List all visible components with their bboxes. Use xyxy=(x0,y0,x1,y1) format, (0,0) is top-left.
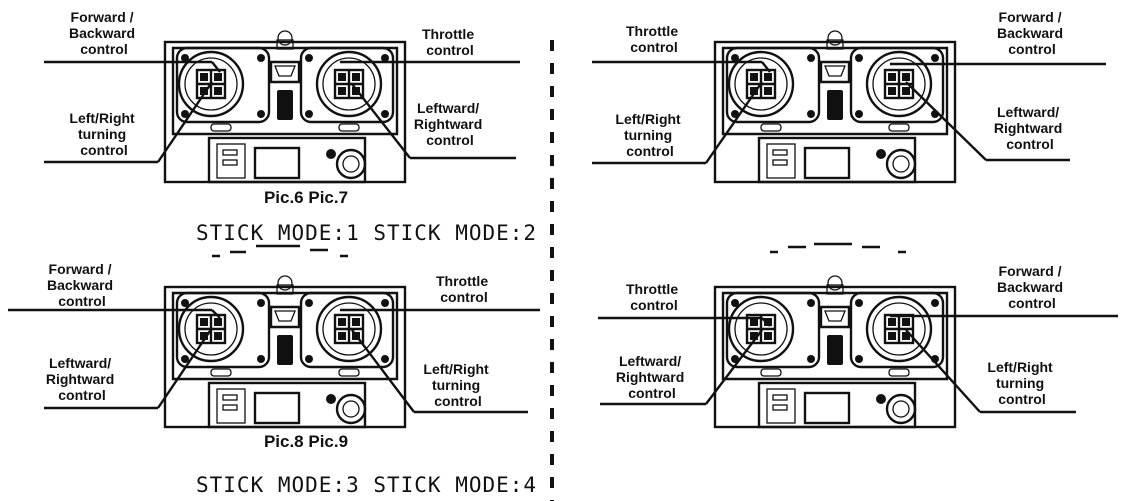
label-forward-backward: Forward / Backward control xyxy=(997,9,1067,57)
label-left-right-turning: Left/Right turning control xyxy=(423,361,492,409)
label-throttle: Throttle control xyxy=(436,273,492,305)
controller-illustration xyxy=(713,274,957,429)
label-forward-backward: Forward / Backward control xyxy=(997,263,1067,311)
panel-pic9: Throttle control Leftward/ Rightward con… xyxy=(598,263,1118,429)
panel-pic6: Forward / Backward control Left/Right tu… xyxy=(44,9,520,184)
label-left-right-turning: Left/Right turning control xyxy=(69,110,138,158)
label-forward-backward: Forward / Backward control xyxy=(47,261,117,309)
controller-illustration xyxy=(713,29,957,184)
label-left-right-turning: Left/Right turning control xyxy=(987,359,1056,407)
panel-pic7: Throttle control Left/Right turning cont… xyxy=(592,9,1106,254)
caption-stick-mode-1-2: STICK MODE:1 STICK MODE:2 xyxy=(196,221,537,245)
label-leftward-rightward: Leftward/ Rightward control xyxy=(414,100,486,148)
panel-pic8: Forward / Backward control Leftward/ Rig… xyxy=(8,261,540,429)
label-throttle: Throttle control xyxy=(422,26,478,58)
caption-stick-mode-3-4: STICK MODE:3 STICK MODE:4 xyxy=(196,473,537,497)
label-leftward-rightward: Leftward/ Rightward control xyxy=(616,353,688,401)
label-leftward-rightward: Leftward/ Rightward control xyxy=(994,104,1066,152)
caption-pic8-pic9: Pic.8 Pic.9 xyxy=(264,432,348,451)
label-throttle: Throttle control xyxy=(626,23,682,55)
label-left-right-turning: Left/Right turning control xyxy=(615,111,684,159)
label-throttle: Throttle control xyxy=(626,281,682,313)
caption-pic6-pic7: Pic.6 Pic.7 xyxy=(264,188,348,207)
label-leftward-rightward: Leftward/ Rightward control xyxy=(46,355,118,403)
label-forward-backward: Forward / Backward control xyxy=(69,9,139,57)
